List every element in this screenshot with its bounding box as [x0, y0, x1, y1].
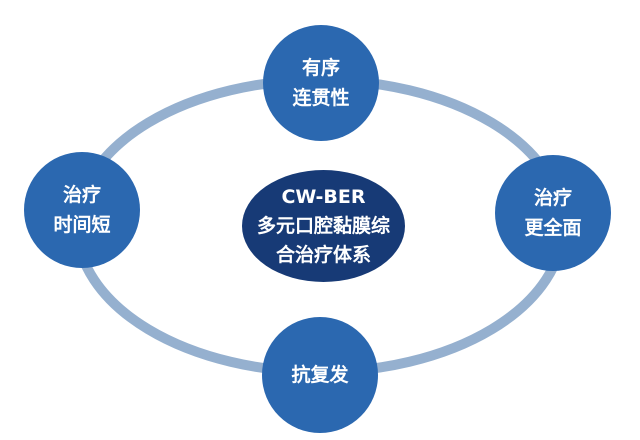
center-ellipse: CW-BER 多元口腔黏膜综 合治疗体系: [242, 170, 405, 282]
node-bottom: 抗复发: [262, 317, 378, 433]
node-right-line2: 更全面: [524, 217, 582, 239]
center-title: CW-BER: [281, 185, 366, 208]
node-top-line2: 连贯性: [292, 87, 350, 109]
node-right: 治疗 更全面: [495, 155, 611, 271]
node-left-line2: 时间短: [53, 214, 111, 236]
node-left: 治疗 时间短: [24, 152, 140, 268]
node-left-line1: 治疗: [62, 184, 101, 206]
node-top: 有序 连贯性: [263, 25, 379, 141]
node-top-line1: 有序: [301, 57, 340, 79]
node-bottom-line1: 抗复发: [291, 364, 349, 386]
node-right-line1: 治疗: [533, 187, 572, 209]
center-line3: 合治疗体系: [275, 243, 371, 266]
center-line2: 多元口腔黏膜综: [256, 214, 390, 237]
